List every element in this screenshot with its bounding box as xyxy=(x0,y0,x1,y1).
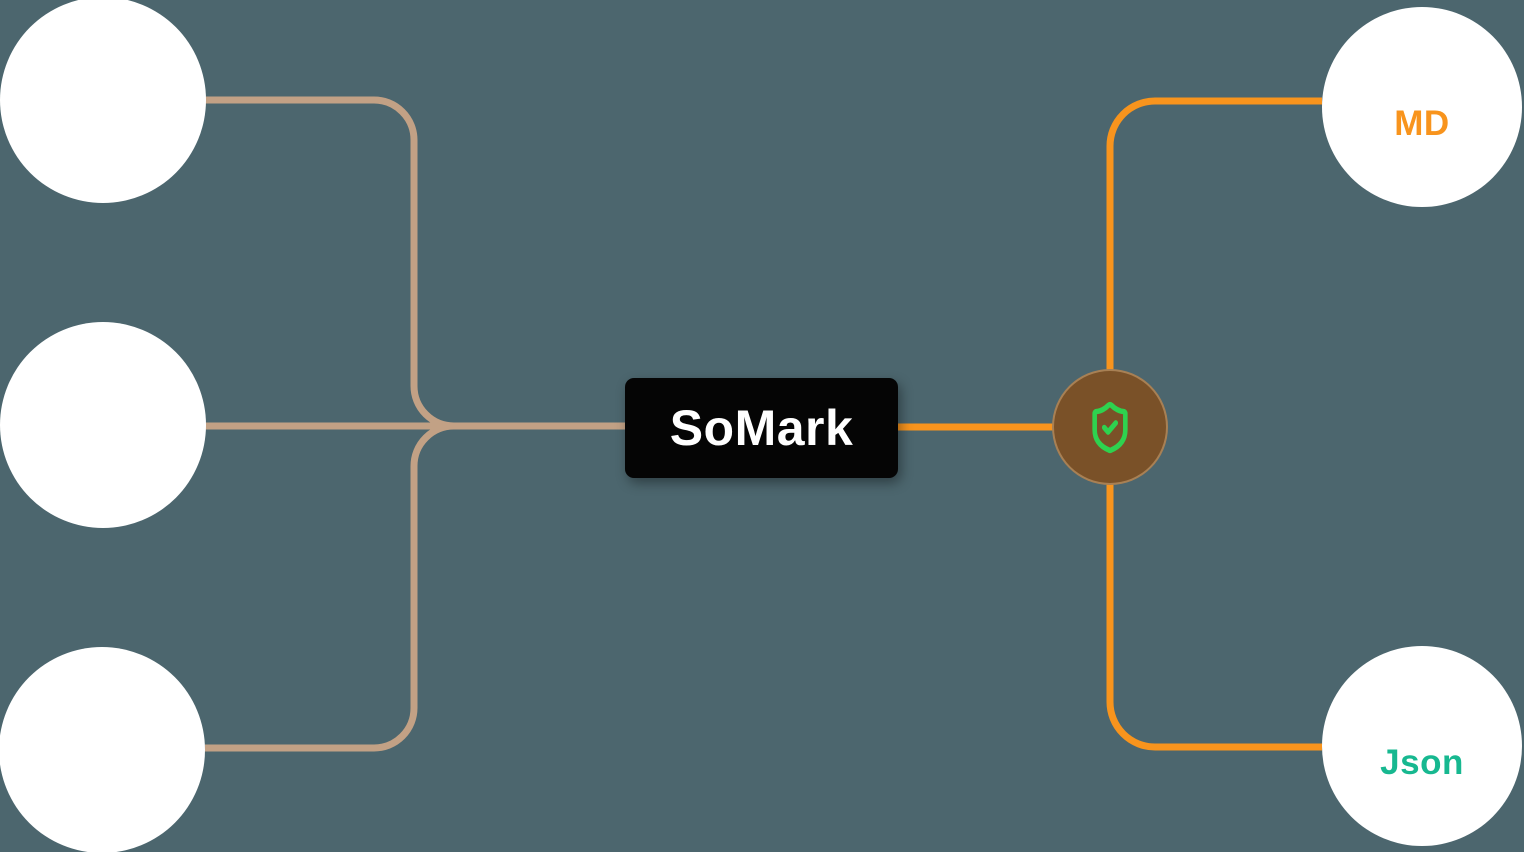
somark-label: SoMark xyxy=(669,400,854,456)
json-label: Json xyxy=(1380,743,1464,782)
validator-node xyxy=(1052,369,1168,485)
output-node-json: Json xyxy=(1322,646,1522,846)
somark-node: SoMark xyxy=(625,378,898,478)
input-node-1 xyxy=(0,0,206,203)
input-edge-top xyxy=(205,96,455,430)
input-node-2 xyxy=(0,322,206,528)
input-node-3 xyxy=(0,647,205,852)
input-edge-bottom xyxy=(205,422,455,752)
shield-check-icon xyxy=(1092,401,1128,453)
output-node-md: MD xyxy=(1322,7,1522,207)
md-label: MD xyxy=(1394,104,1450,143)
